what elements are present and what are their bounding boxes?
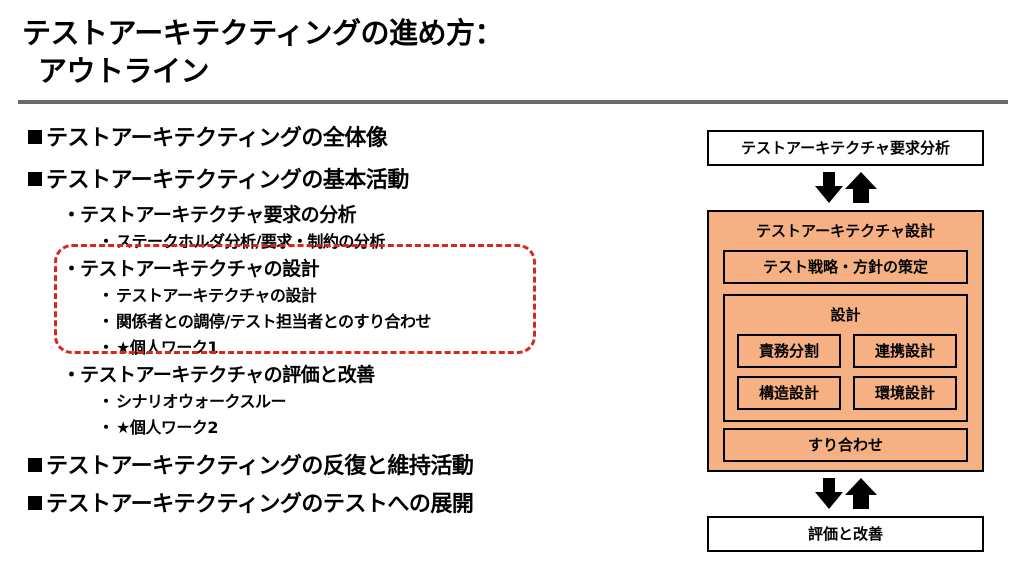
design-group-label: 設計 [830,306,861,324]
page-title: テストアーキテクティングの進め方： アウトライン [22,14,504,90]
requirements-analysis-box: テストアーキテクチャ要求分析 [707,130,984,166]
structure-box: 構造設計 [737,376,841,410]
outline-subsubitem-mediation: ・関係者との調停/テスト担当者とのすり合わせ [98,308,432,332]
outline-subitem-design: ・テストアーキテクチャの設計 [62,254,320,281]
dot-bullet-icon: ・ [62,258,81,280]
title-line2: アウトライン [38,54,210,88]
square-bullet-icon [28,496,42,510]
outline-item-iteration: テストアーキテクティングの反復と維持活動 [28,448,474,480]
environment-box: 環境設計 [853,376,957,410]
alignment-box: すり合わせ [723,428,968,462]
focus-highlight-frame [54,244,536,354]
strategy-policy-box: テスト戦略・方針の策定 [723,250,968,284]
bidirectional-arrow-icon [815,478,877,509]
evaluation-improvement-box: 評価と改善 [707,516,984,552]
design-group-box: 設計 責務分割 連携設計 構造設計 環境設計 [723,294,968,422]
outline-item-overview: テストアーキテクティングの全体像 [28,120,388,152]
outline-subsubitem-work2: ・★個人ワーク2 [98,414,218,438]
outline-subsubitem-walkthrough: ・シナリオウォークスルー [98,388,287,412]
title-line1: テストアーキテクティングの進め方： [22,16,504,50]
square-bullet-icon [28,458,42,472]
dot-bullet-icon: ・ [98,312,114,331]
title-divider [18,100,1008,104]
square-bullet-icon [28,130,42,144]
architecture-design-box: テストアーキテクチャ設計 テスト戦略・方針の策定 設計 責務分割 連携設計 構造… [707,210,984,472]
outline-item-deployment: テストアーキテクティングのテストへの展開 [28,486,474,518]
dot-bullet-icon: ・ [98,418,114,437]
outline-subitem-requirements: ・テストアーキテクチャ要求の分析 [62,200,357,227]
dot-bullet-icon: ・ [62,204,81,226]
responsibility-box: 責務分割 [737,334,841,368]
dot-bullet-icon: ・ [98,286,114,305]
square-bullet-icon [28,172,42,186]
dot-bullet-icon: ・ [98,392,114,411]
coordination-box: 連携設計 [853,334,957,368]
outline-subsubitem-design: ・テストアーキテクチャの設計 [98,282,317,306]
architecture-design-label: テストアーキテクチャ設計 [756,222,935,240]
dot-bullet-icon: ・ [62,364,81,386]
outline-item-basic-activities: テストアーキテクティングの基本活動 [28,162,409,194]
outline-subitem-evaluation: ・テストアーキテクチャの評価と改善 [62,360,375,387]
bidirectional-arrow-icon [815,172,877,203]
